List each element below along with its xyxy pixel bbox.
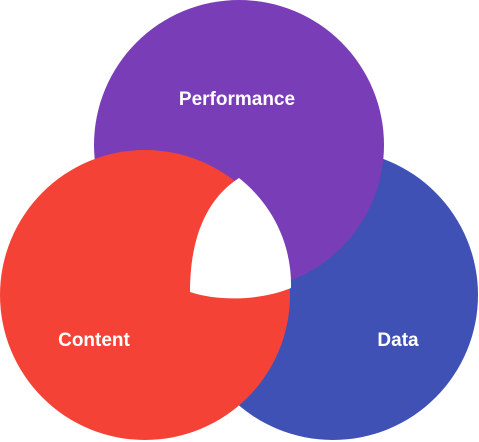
data-label: Data [377, 330, 419, 351]
content-label: Content [58, 330, 130, 351]
center-intersection [190, 178, 292, 299]
performance-label: Performance [179, 89, 295, 110]
center-label: MQ [233, 241, 252, 255]
